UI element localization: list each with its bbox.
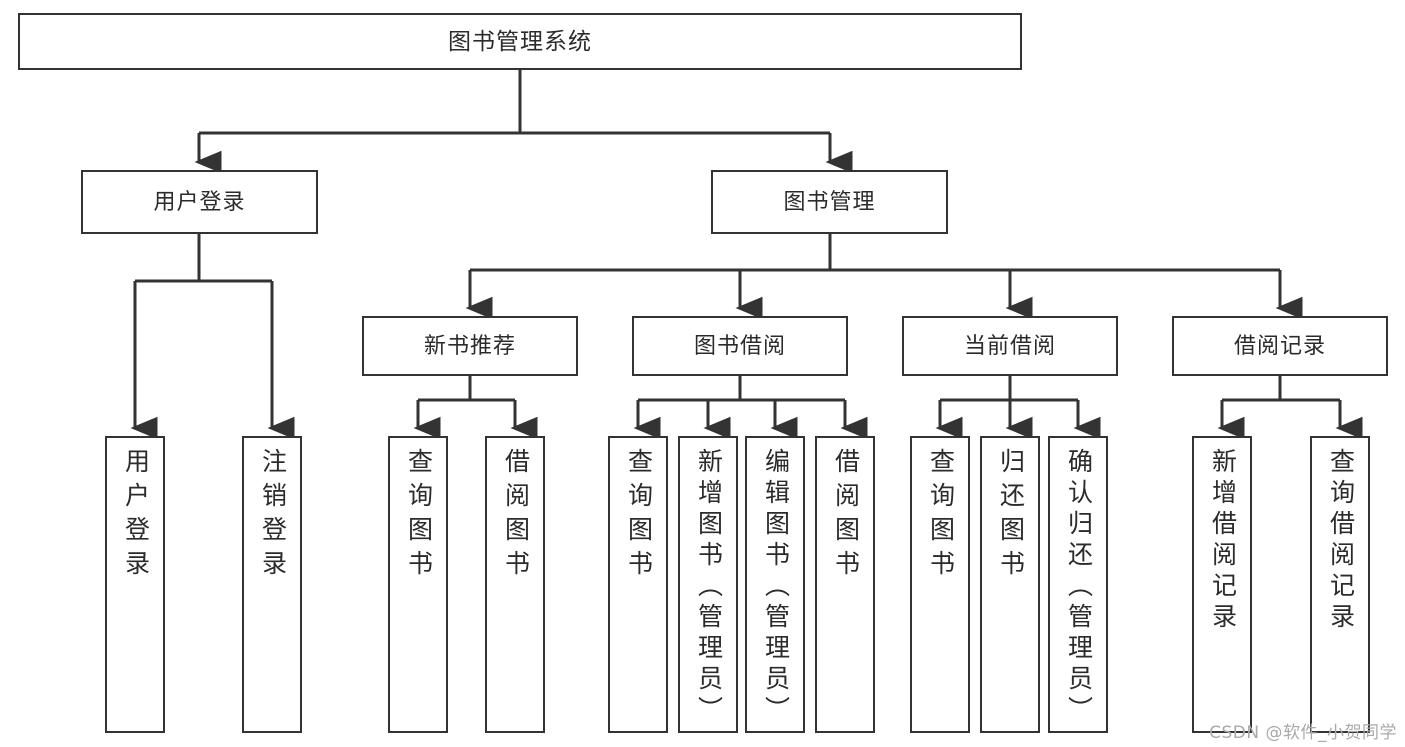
leaf-confirm-return-label: 确认归还（管理员）: [1064, 448, 1093, 727]
node-book-borrow[interactable]: 图书借阅: [632, 316, 848, 376]
leaf-logout-label: 注销登录: [258, 448, 287, 584]
leaf-borrow-book-2[interactable]: 借阅图书: [815, 436, 875, 733]
leaf-query-book-2-label: 查询图书: [624, 448, 653, 584]
node-current-borrow-label: 当前借阅: [963, 333, 1056, 359]
node-borrow-record[interactable]: 借阅记录: [1172, 316, 1388, 376]
leaf-query-book-2[interactable]: 查询图书: [608, 436, 668, 733]
leaf-query-record[interactable]: 查询借阅记录: [1310, 436, 1370, 733]
node-current-borrow[interactable]: 当前借阅: [902, 316, 1118, 376]
node-root[interactable]: 图书管理系统: [18, 13, 1022, 70]
node-root-label: 图书管理系统: [448, 28, 592, 55]
leaf-user-login-label: 用户登录: [121, 448, 150, 584]
leaf-return-book-label: 归还图书: [996, 448, 1025, 584]
leaf-add-book[interactable]: 新增图书（管理员）: [678, 436, 738, 733]
node-user-login-label: 用户登录: [153, 189, 246, 215]
node-new-book-rec[interactable]: 新书推荐: [362, 316, 578, 376]
leaf-edit-book-label: 编辑图书（管理员）: [761, 448, 790, 727]
leaf-add-record[interactable]: 新增借阅记录: [1192, 436, 1252, 733]
node-borrow-record-label: 借阅记录: [1233, 333, 1326, 359]
leaf-query-record-label: 查询借阅记录: [1326, 448, 1355, 634]
leaf-add-record-label: 新增借阅记录: [1208, 448, 1237, 634]
watermark: CSDN @软件_小贺同学: [1209, 723, 1397, 743]
node-book-manage[interactable]: 图书管理: [711, 170, 948, 234]
leaf-return-book[interactable]: 归还图书: [980, 436, 1040, 733]
node-book-borrow-label: 图书借阅: [693, 333, 786, 359]
leaf-edit-book[interactable]: 编辑图书（管理员）: [745, 436, 805, 733]
leaf-logout[interactable]: 注销登录: [242, 436, 302, 733]
leaf-borrow-book-1-label: 借阅图书: [501, 448, 530, 584]
leaf-add-book-label: 新增图书（管理员）: [694, 448, 723, 727]
leaf-query-book-1[interactable]: 查询图书: [388, 436, 448, 733]
leaf-borrow-book-2-label: 借阅图书: [831, 448, 860, 584]
node-new-book-rec-label: 新书推荐: [423, 333, 516, 359]
leaf-borrow-book-1[interactable]: 借阅图书: [485, 436, 545, 733]
node-book-manage-label: 图书管理: [783, 189, 876, 215]
leaf-user-login[interactable]: 用户登录: [105, 436, 165, 733]
leaf-query-book-1-label: 查询图书: [404, 448, 433, 584]
node-user-login[interactable]: 用户登录: [81, 170, 318, 234]
leaf-confirm-return[interactable]: 确认归还（管理员）: [1048, 436, 1108, 733]
leaf-query-book-3[interactable]: 查询图书: [910, 436, 970, 733]
leaf-query-book-3-label: 查询图书: [926, 448, 955, 584]
